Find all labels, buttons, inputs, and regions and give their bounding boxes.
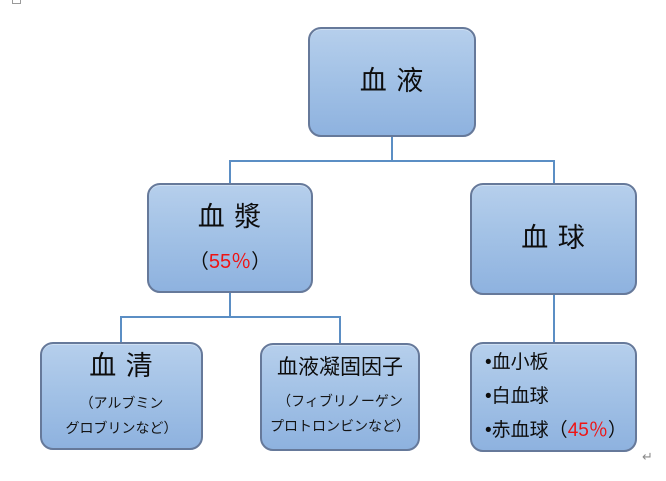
- connector-to-coagulation: [339, 316, 341, 344]
- node-serum[interactable]: 血 清 （アルブミン グロブリンなど）: [40, 342, 203, 450]
- connector-cells-to-components: [553, 295, 555, 343]
- node-blood-cells[interactable]: 血 球: [470, 183, 637, 295]
- connector-to-serum: [120, 316, 122, 343]
- node-coagulation-label: 血液凝固因子: [277, 355, 403, 379]
- plasma-percent-value: 55％: [208, 251, 252, 274]
- page-corner-artifact: [12, 0, 21, 4]
- node-plasma[interactable]: 血 漿 （55％）: [147, 183, 313, 293]
- plasma-percentage: （55％）: [189, 245, 271, 274]
- serum-examples-line1: （アルブミン: [79, 395, 164, 412]
- connector-to-cells: [553, 160, 555, 184]
- red-cells-paren-open: （: [548, 420, 568, 441]
- plasma-paren-open: （: [188, 251, 209, 274]
- connector-level2-horizontal: [120, 316, 341, 318]
- node-plasma-label: 血 漿: [197, 201, 263, 232]
- bullet-platelets: •血小板: [485, 346, 549, 380]
- bullet-dot-icon: •: [485, 386, 492, 407]
- paragraph-return-mark: ↵: [642, 449, 653, 464]
- connector-blood-down: [391, 137, 393, 161]
- node-cell-components[interactable]: •血小板 •白血球 •赤血球（45％）: [470, 342, 637, 452]
- node-serum-label: 血 清: [89, 350, 154, 381]
- node-blood-label: 血 液: [359, 66, 425, 97]
- coagulation-examples-line1: （フィブリノーゲン: [277, 393, 403, 410]
- connector-level1-horizontal: [229, 160, 555, 162]
- red-cells-paren-close: ）: [607, 420, 627, 441]
- bullet-dot-icon: •: [485, 352, 492, 373]
- coagulation-examples: （フィブリノーゲン プロトロンビンなど）: [270, 389, 410, 439]
- node-blood[interactable]: 血 液: [308, 27, 476, 137]
- bullet-red-cells-label: 赤血球: [491, 420, 549, 441]
- node-coagulation-factors[interactable]: 血液凝固因子 （フィブリノーゲン プロトロンビンなど）: [260, 343, 420, 451]
- bullet-dot-icon: •: [485, 420, 492, 441]
- serum-examples-line2: グロブリンなど）: [65, 420, 178, 437]
- bullet-platelets-label: 血小板: [491, 352, 549, 373]
- node-blood-cells-label: 血 球: [521, 223, 586, 254]
- plasma-paren-close: ）: [251, 251, 272, 274]
- bullet-white-cells-label: 白血球: [491, 386, 549, 407]
- serum-examples: （アルブミン グロブリンなど）: [66, 391, 178, 441]
- coagulation-examples-line2: プロトロンビンなど）: [270, 418, 410, 435]
- bullet-red-cells: •赤血球（45％）: [485, 414, 627, 448]
- red-cells-percent-value: 45％: [567, 420, 608, 441]
- connector-to-plasma: [229, 160, 231, 184]
- connector-plasma-down: [229, 293, 231, 318]
- bullet-white-cells: •白血球: [485, 380, 549, 414]
